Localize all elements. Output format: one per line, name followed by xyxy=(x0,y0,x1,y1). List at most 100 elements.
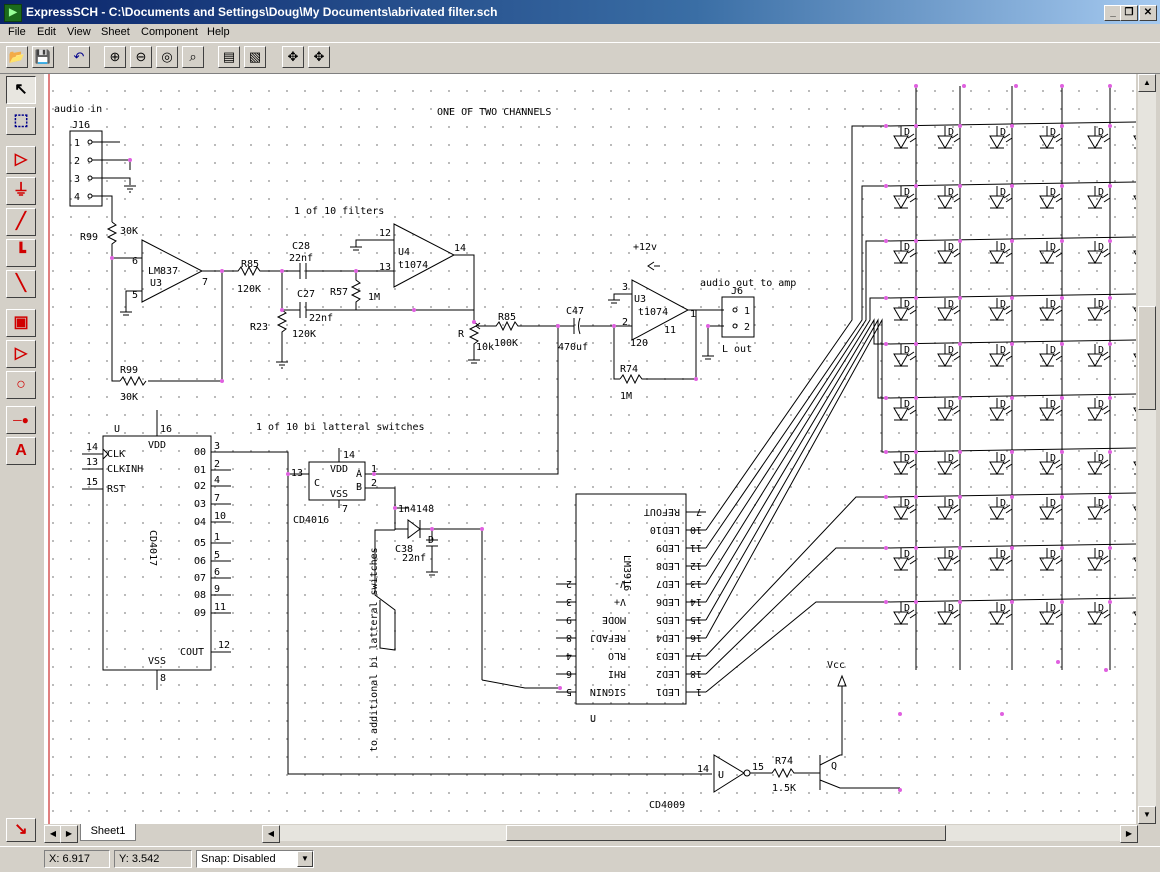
tab-sheet1[interactable]: Sheet1 xyxy=(80,824,136,841)
led-d-label: D xyxy=(1098,498,1104,509)
menu-view[interactable]: View xyxy=(67,26,91,38)
restore-button[interactable]: ❐ xyxy=(1120,5,1138,21)
properties-button[interactable]: ▤ xyxy=(218,46,240,68)
zoom-fit-button[interactable]: ◎ xyxy=(156,46,178,68)
led-symbol xyxy=(1087,602,1103,625)
led-symbol xyxy=(989,548,1005,571)
schematic-canvas[interactable]: audio in ONE OF TWO CHANNELS 1 of 10 fil… xyxy=(44,74,1136,824)
led-symbol xyxy=(1133,506,1136,520)
led-light-arrows xyxy=(951,351,961,361)
led-diode: D xyxy=(893,344,917,367)
diode-symbol xyxy=(395,519,483,680)
j16-pins: 1 2 3 4 xyxy=(74,138,93,203)
ground-symbol xyxy=(124,185,136,193)
led-d-label: D xyxy=(948,299,954,310)
c27-val: 22nf xyxy=(309,313,333,324)
cd4017-right-pin-number: 6 xyxy=(214,567,220,578)
junction-dot xyxy=(1108,239,1112,243)
u3b-low: 120 xyxy=(630,338,648,349)
led-row-bus xyxy=(885,121,1136,127)
save-button[interactable]: 💾 xyxy=(32,46,54,68)
buffer-tool[interactable]: ▷ xyxy=(6,340,36,368)
j6-pin-dot xyxy=(732,323,738,329)
u4-ground xyxy=(350,239,394,251)
junction-dot xyxy=(1000,712,1004,716)
tab-next-button[interactable]: ▶ xyxy=(60,825,78,843)
led-diode: D xyxy=(1087,497,1111,520)
wire-edit-button[interactable]: ▧ xyxy=(244,46,266,68)
zoom-out-button[interactable]: ⊖ xyxy=(130,46,152,68)
menu-help[interactable]: Help xyxy=(207,26,230,38)
scroll-down-button[interactable]: ▼ xyxy=(1138,806,1156,824)
corner-tool[interactable]: ↘ xyxy=(6,818,36,842)
led-d-label: D xyxy=(1050,242,1056,253)
scroll-right-button[interactable]: ▶ xyxy=(1120,825,1138,843)
move-button[interactable]: ✥ xyxy=(282,46,304,68)
led-row-wire xyxy=(705,547,886,675)
led-diode: D xyxy=(989,548,1013,571)
close-button[interactable]: ✕ xyxy=(1139,5,1157,21)
part-tool[interactable]: ▣ xyxy=(6,309,36,337)
r99b-ref: R99 xyxy=(120,365,138,376)
scroll-up-button[interactable]: ▲ xyxy=(1138,74,1156,92)
component-tool[interactable]: ▷ xyxy=(6,146,36,174)
vertical-scrollbar[interactable]: ▲ ▼ xyxy=(1138,74,1156,824)
text-tool[interactable]: A xyxy=(6,437,36,465)
menu-edit[interactable]: Edit xyxy=(37,26,56,38)
cd4016-b: B xyxy=(356,482,362,493)
undo-button[interactable]: ↶ xyxy=(68,46,90,68)
led-symbol xyxy=(893,452,909,475)
lm3916-left-pin-number: 9 xyxy=(566,614,572,625)
r74a-resistor xyxy=(619,310,697,385)
open-button[interactable]: 📂 xyxy=(6,46,28,68)
lm3916-body xyxy=(575,493,687,705)
horizontal-scroll-thumb[interactable] xyxy=(506,825,946,841)
pin-tool[interactable]: ─● xyxy=(6,406,36,434)
bus-tool[interactable]: ┗ xyxy=(6,239,36,267)
menu-component[interactable]: Component xyxy=(141,26,198,38)
junction-dot xyxy=(898,712,902,716)
r85b-val: 100K xyxy=(494,338,518,349)
zoom-area-button[interactable]: ⌕ xyxy=(182,46,204,68)
ground-tool[interactable]: ⏚ xyxy=(6,177,36,205)
lm3916-right-pin-signal: LED7 xyxy=(656,578,680,589)
horizontal-scrollbar[interactable]: ◀ ▶ xyxy=(262,825,1138,843)
led-symbol xyxy=(989,298,1005,321)
zoom-in-button[interactable]: ⊕ xyxy=(104,46,126,68)
connection-tool[interactable]: ╲ xyxy=(6,270,36,298)
cd4017-right-pin-number: 9 xyxy=(214,584,220,595)
c38-val: 22nf xyxy=(402,553,426,564)
lm3916-right-pin-number: 12 xyxy=(690,560,702,571)
vertical-scroll-thumb[interactable] xyxy=(1138,306,1156,410)
menu-sheet[interactable]: Sheet xyxy=(101,26,130,38)
wire-tool[interactable]: ╱ xyxy=(6,208,36,236)
led-d-label: D xyxy=(948,549,954,560)
led-symbol xyxy=(989,344,1005,367)
led-diode: D xyxy=(989,602,1013,625)
led-light-arrows xyxy=(1053,133,1063,143)
led-d-label: D xyxy=(1098,603,1104,614)
led-row-wire xyxy=(705,496,886,657)
led-row-bus xyxy=(885,543,1136,549)
scroll-left-button[interactable]: ◀ xyxy=(262,825,280,843)
led-light-arrows xyxy=(1101,351,1111,361)
select-arrow-tool[interactable]: ↖ xyxy=(6,76,36,104)
menu-file[interactable]: File xyxy=(8,26,26,38)
led-diode: D xyxy=(989,452,1013,475)
junction-dot xyxy=(914,124,918,128)
led-d-label: D xyxy=(1050,399,1056,410)
schematic-drawing: audio in ONE OF TWO CHANNELS 1 of 10 fil… xyxy=(48,74,1136,824)
label-cd4016: CD4016 xyxy=(293,515,329,526)
cd4017-right-pin-signal: O1 xyxy=(194,465,206,476)
move-group-button[interactable]: ✥ xyxy=(308,46,330,68)
junction-dot xyxy=(110,256,114,260)
chevron-down-icon[interactable]: ▼ xyxy=(297,851,313,867)
circle-tool[interactable]: ○ xyxy=(6,371,36,399)
led-d-label: D xyxy=(1098,399,1104,410)
led-symbol xyxy=(1039,241,1055,264)
junction-dot xyxy=(1060,396,1064,400)
zoom-select-tool[interactable]: ⬚ xyxy=(6,107,36,135)
junction-dot xyxy=(914,600,918,604)
c47-wire xyxy=(374,326,559,475)
snap-select[interactable]: Snap: Disabled ▼ xyxy=(196,850,314,868)
